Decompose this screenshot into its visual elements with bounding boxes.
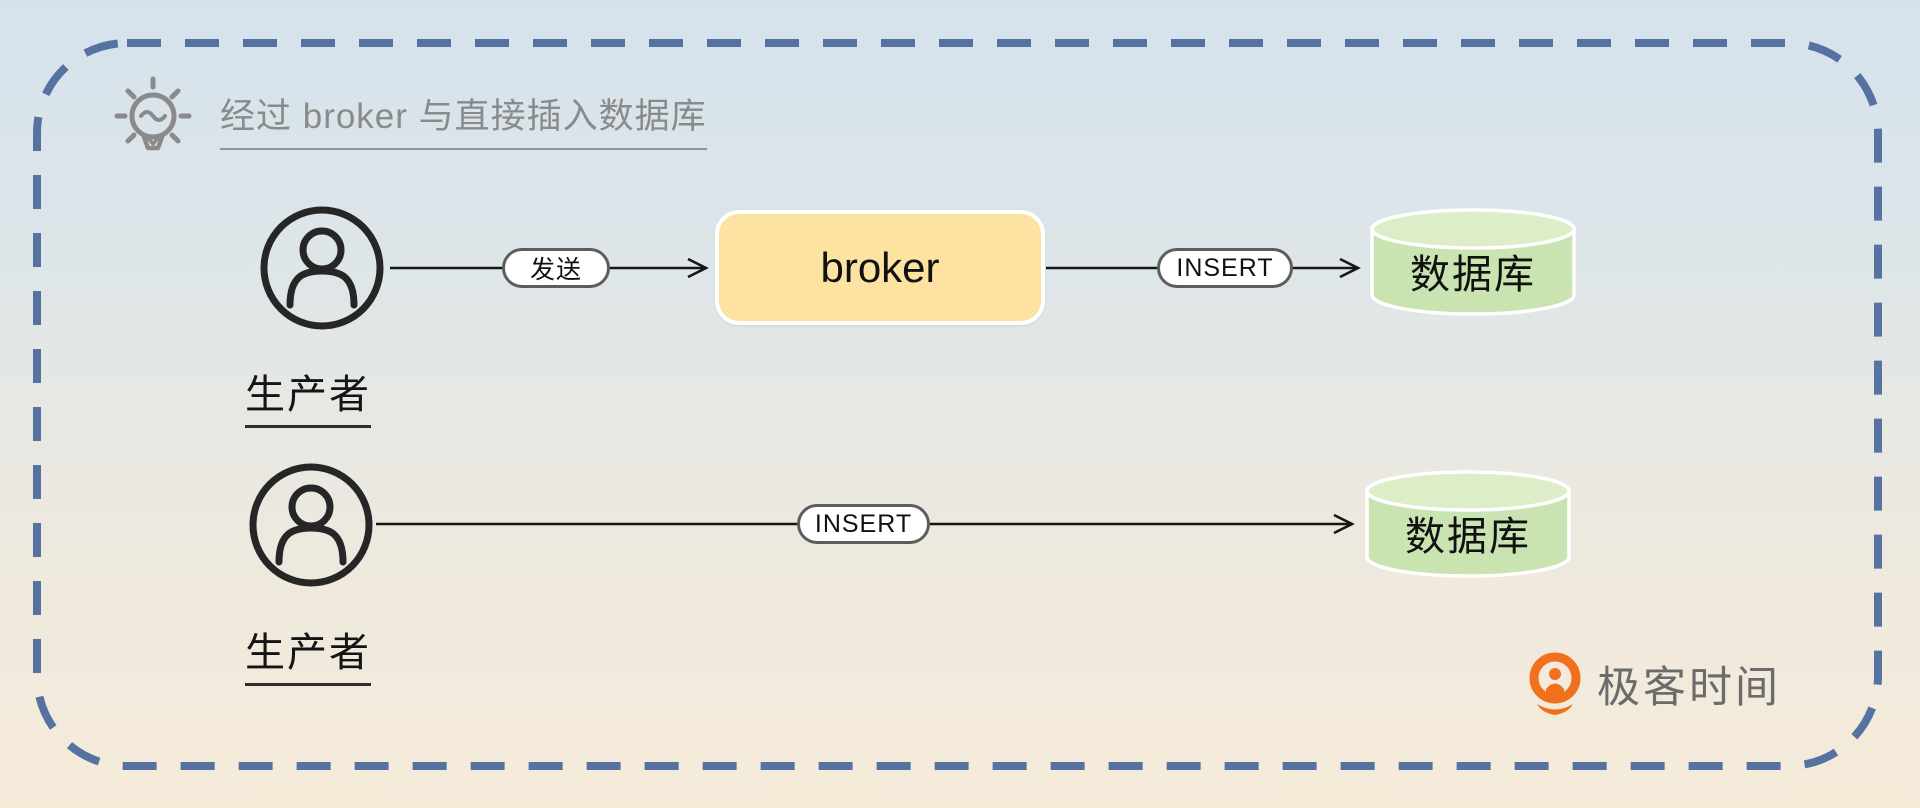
arrowhead-db1 [1339,257,1361,279]
geektime-logo-text: 极客时间 [1597,664,1781,712]
database-cylinder-icon-2 [1365,470,1571,578]
broker-node: broker [715,210,1045,325]
edge-label-insert-2: INSERT [797,504,930,544]
database-cylinder-icon [1370,208,1576,316]
edge-label-insert-1: INSERT [1157,248,1293,288]
database-label-2: 数据库 [1405,515,1531,559]
producer-icon-2 [249,463,373,587]
arrowhead-db2 [1333,513,1355,535]
producer-label-1: 生产者 [245,362,371,428]
geektime-logo-icon [1529,652,1581,715]
database-label-1: 数据库 [1410,253,1536,297]
edge-label-send: 发送 [502,248,610,288]
dashed-frame-border [33,39,1882,770]
producer-icon [260,206,384,330]
geektime-logo: 极客时间 [1527,652,1781,716]
lightbulb-icon [114,76,192,151]
title-group: 经过 broker 与直接插入数据库 [108,74,707,166]
diagram-title: 经过 broker 与直接插入数据库 [220,88,707,150]
producer-label-2: 生产者 [245,620,371,686]
arrowhead-broker [687,257,709,279]
database-node-1: 数据库 [1368,206,1578,318]
database-node-2: 数据库 [1363,468,1573,580]
